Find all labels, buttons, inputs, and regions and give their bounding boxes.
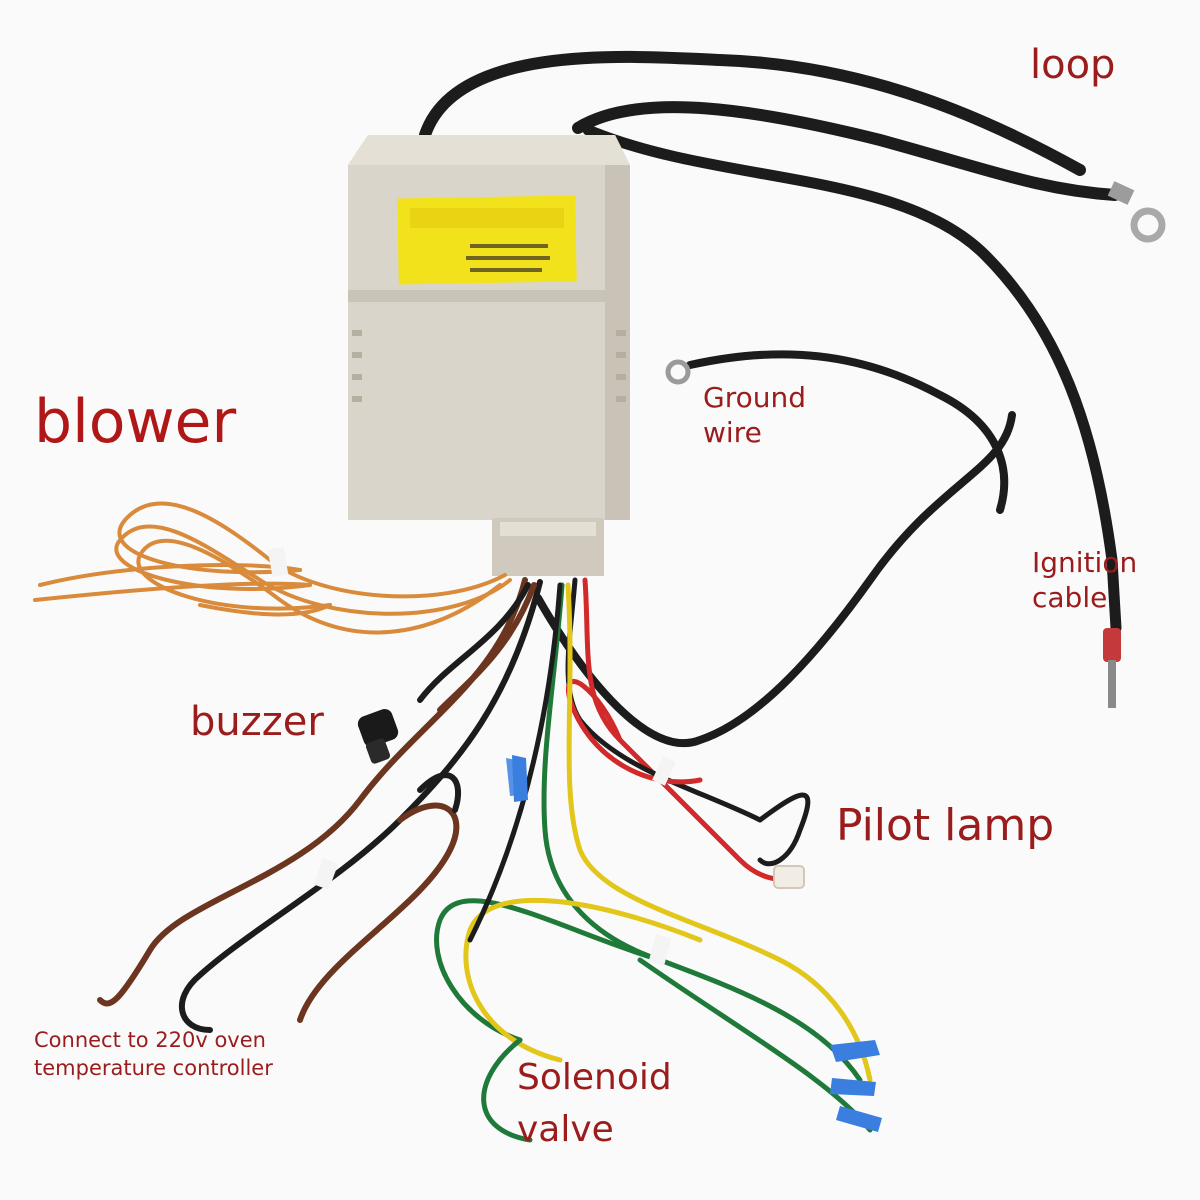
label-blower: blower — [34, 387, 237, 457]
label-solenoid-line1: Solenoid — [517, 1057, 672, 1098]
solenoid-terminal-blue-bottom — [830, 1040, 882, 1132]
buzzer-wires — [417, 582, 537, 713]
label-ignition-line2: cable — [1032, 581, 1108, 614]
ignition-cable — [534, 124, 1122, 748]
ground-ring-terminal — [665, 359, 691, 385]
label-temperature-controller: Connect to 220v oven temperature control… — [34, 1026, 273, 1083]
label-solenoid-valve: Solenoid valve — [517, 1052, 672, 1156]
solenoid-terminal-blue-top — [506, 755, 528, 802]
label-solenoid-line2: valve — [517, 1109, 614, 1151]
label-ignition-line1: Ignition — [1032, 546, 1138, 579]
pilot-lamp-wires — [565, 577, 811, 883]
label-pilot-lamp: Pilot lamp — [836, 800, 1055, 851]
label-buzzer: buzzer — [190, 699, 324, 745]
temperature-cable-tie — [313, 858, 339, 890]
label-ignition-cable: Ignition cable — [1032, 545, 1137, 615]
buzzer — [357, 709, 399, 764]
label-ground-line2: wire — [703, 416, 762, 449]
loop-cable — [419, 50, 1121, 201]
ignition-terminal — [1103, 628, 1121, 708]
loop-ring-terminal — [1107, 181, 1166, 243]
label-connect-line2: temperature controller — [34, 1056, 273, 1081]
ground-wire — [686, 350, 1009, 514]
blower-cable-tie — [267, 546, 289, 578]
rating-sticker — [397, 195, 577, 285]
label-loop: loop — [1030, 42, 1116, 88]
label-ground-line1: Ground — [703, 381, 806, 414]
label-connect-line1: Connect to 220v oven — [34, 1028, 266, 1052]
pilot-cable-tie — [652, 756, 676, 786]
pilot-lamp-connector — [773, 865, 805, 889]
blower-wires — [33, 501, 512, 635]
label-ground-wire: Ground wire — [703, 380, 806, 450]
solenoid-cable-tie — [648, 934, 672, 966]
